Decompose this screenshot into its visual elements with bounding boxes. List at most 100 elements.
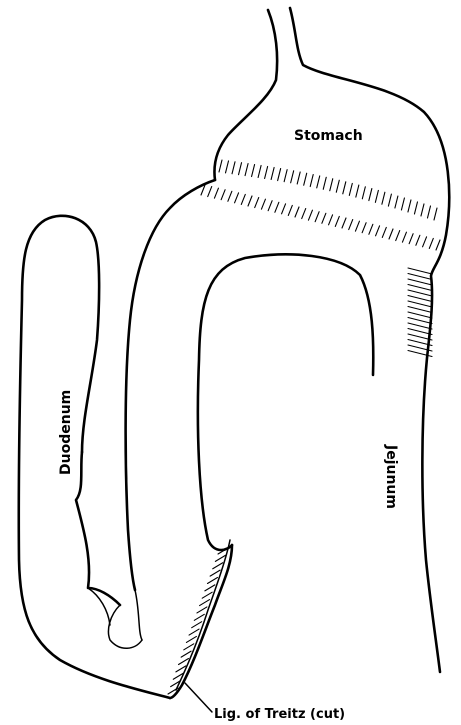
stomach-hatch-stroke <box>304 173 307 185</box>
stomach-hatch-stroke <box>226 161 229 173</box>
ligament-hatch-stroke <box>197 607 207 613</box>
stomach-hatch-stroke <box>369 224 373 234</box>
ligament-hatch-stroke <box>202 592 212 598</box>
stomach-hatch-stroke <box>268 201 272 211</box>
stomach-hatch-stroke <box>265 166 268 178</box>
stomach-hatch-stroke <box>245 164 248 176</box>
duodenum-inner-edge <box>76 452 120 605</box>
ligament-leader-line <box>185 683 212 712</box>
stomach-hatch-stroke <box>271 167 274 179</box>
stomach-hatch-stroke <box>255 198 259 208</box>
stomach-hatch-stroke <box>288 205 292 215</box>
stomach-hatch-stroke <box>427 206 430 218</box>
stomach-hatch-stroke <box>310 175 313 187</box>
ligament-hatch-stroke <box>200 600 210 606</box>
stomach-hatch-stroke <box>434 208 437 220</box>
stomach-hatch-stroke <box>409 234 413 244</box>
stomach-hatch-stroke <box>396 231 400 241</box>
stomach-hatch-stroke <box>356 185 359 197</box>
stomach-hatch-stroke <box>232 162 235 174</box>
stomach-hatch-stroke <box>429 238 433 248</box>
stomach-hatch-stroke <box>323 177 326 189</box>
stomach-hatch-stroke <box>349 220 353 230</box>
stomach-hatch-stroke <box>278 169 281 181</box>
duodenum-outer-wall <box>126 180 215 590</box>
jejunum-hatch-stroke <box>408 268 432 274</box>
stomach-hatch-stroke <box>261 199 265 209</box>
jejunum-inner-wall <box>198 254 373 550</box>
stomach-hatch-stroke <box>322 213 326 223</box>
stomach-hatch-stroke <box>239 163 242 175</box>
jejunum-hatch-stroke <box>408 329 432 335</box>
stomach-hatch-stroke <box>335 216 339 226</box>
jejunum-hatch-stroke <box>408 301 432 307</box>
ligament-hatch-stroke <box>210 570 220 576</box>
stomach-hatch-stroke <box>421 204 424 216</box>
stomach-hatch-stroke <box>414 202 417 214</box>
stomach-hatch-stroke <box>355 221 359 231</box>
jejunum-hatch-stroke <box>408 318 432 324</box>
stomach-hatch-stroke <box>369 189 372 201</box>
stomach-hatch-stroke <box>308 210 312 220</box>
stomach-hatch-stroke <box>343 182 346 194</box>
ligament-hatch-stroke <box>207 577 217 583</box>
stomach-hatch-stroke <box>388 194 391 206</box>
stomach-hatch-stroke <box>382 227 386 237</box>
stomach-hatch-stroke <box>375 190 378 202</box>
esophagus-left-wall <box>214 10 277 180</box>
jejunum-hatch-stroke <box>408 312 432 318</box>
ligament-hatch-stroke <box>189 629 199 635</box>
stomach-hatch-stroke <box>284 170 287 182</box>
ligament-label: Lig. of Treitz (cut) <box>214 707 345 722</box>
stomach-hatch-stroke <box>235 193 239 203</box>
stomach-hatch-stroke <box>214 188 218 198</box>
stomach-hatch-stroke <box>228 191 232 201</box>
duodenum-fold-2 <box>108 605 142 648</box>
jejunum-hatch-stroke <box>408 307 432 313</box>
ligament-hatch-stroke <box>205 585 215 591</box>
duodenum-label: Duodenum <box>58 390 74 475</box>
stomach-hatch-stroke <box>408 200 411 212</box>
stomach-hatch-stroke <box>208 187 212 197</box>
stomach-hatch-stroke <box>349 183 352 195</box>
stomach-hatch-stroke <box>252 165 255 177</box>
ligament-hatch-stroke <box>186 636 196 642</box>
stomach-hatch-stroke <box>282 204 286 214</box>
ligament-hatch-stroke <box>179 659 189 665</box>
jejunum-hatch-stroke <box>408 274 432 280</box>
stomach-hatch-stroke <box>258 165 261 177</box>
stomach-hatch-stroke <box>221 190 225 200</box>
stomach-hatch-stroke <box>382 192 385 204</box>
stomach-label: Stomach <box>294 128 363 144</box>
stomach-hatch-stroke <box>362 187 365 199</box>
stomach-hatch-stroke <box>297 172 300 184</box>
stomach-hatch-stroke <box>295 207 299 217</box>
stomach-hatch-stroke <box>317 176 320 188</box>
jejunum-hatch-stroke <box>408 323 432 329</box>
stomach-hatch-stroke <box>315 212 319 222</box>
jejunum-hatch-stroke <box>408 290 432 296</box>
ligament-hatch-stroke <box>184 644 194 650</box>
stomach-hatch-stroke <box>402 232 406 242</box>
ligament-hatch-stroke <box>192 622 202 628</box>
ligament-hatching <box>168 548 228 694</box>
stomach-right-wall <box>290 8 449 672</box>
stomach-hatch-stroke <box>416 235 420 245</box>
stomach-hatch-stroke <box>423 237 427 247</box>
stomach-hatch-stroke <box>241 194 245 204</box>
stomach-hatch-stroke <box>436 240 440 250</box>
stomach-hatch-stroke <box>389 229 393 239</box>
jejunum-label: Jejunum <box>383 444 399 509</box>
stomach-hatch-stroke <box>275 202 279 212</box>
ligament-hatch-stroke <box>213 563 223 569</box>
ligament-hatch-stroke <box>194 614 204 620</box>
stomach-hatch-stroke <box>329 215 333 225</box>
stomach-hatch-stroke <box>291 171 294 183</box>
jejunum-hatch-stroke <box>408 296 432 302</box>
ligament-hatch-stroke <box>181 651 191 657</box>
stomach-hatch-stroke <box>401 198 404 210</box>
stomach-hatch-stroke <box>330 179 333 191</box>
stomach-hatch-stroke <box>376 226 380 236</box>
stomach-hatch-stroke <box>302 209 306 219</box>
